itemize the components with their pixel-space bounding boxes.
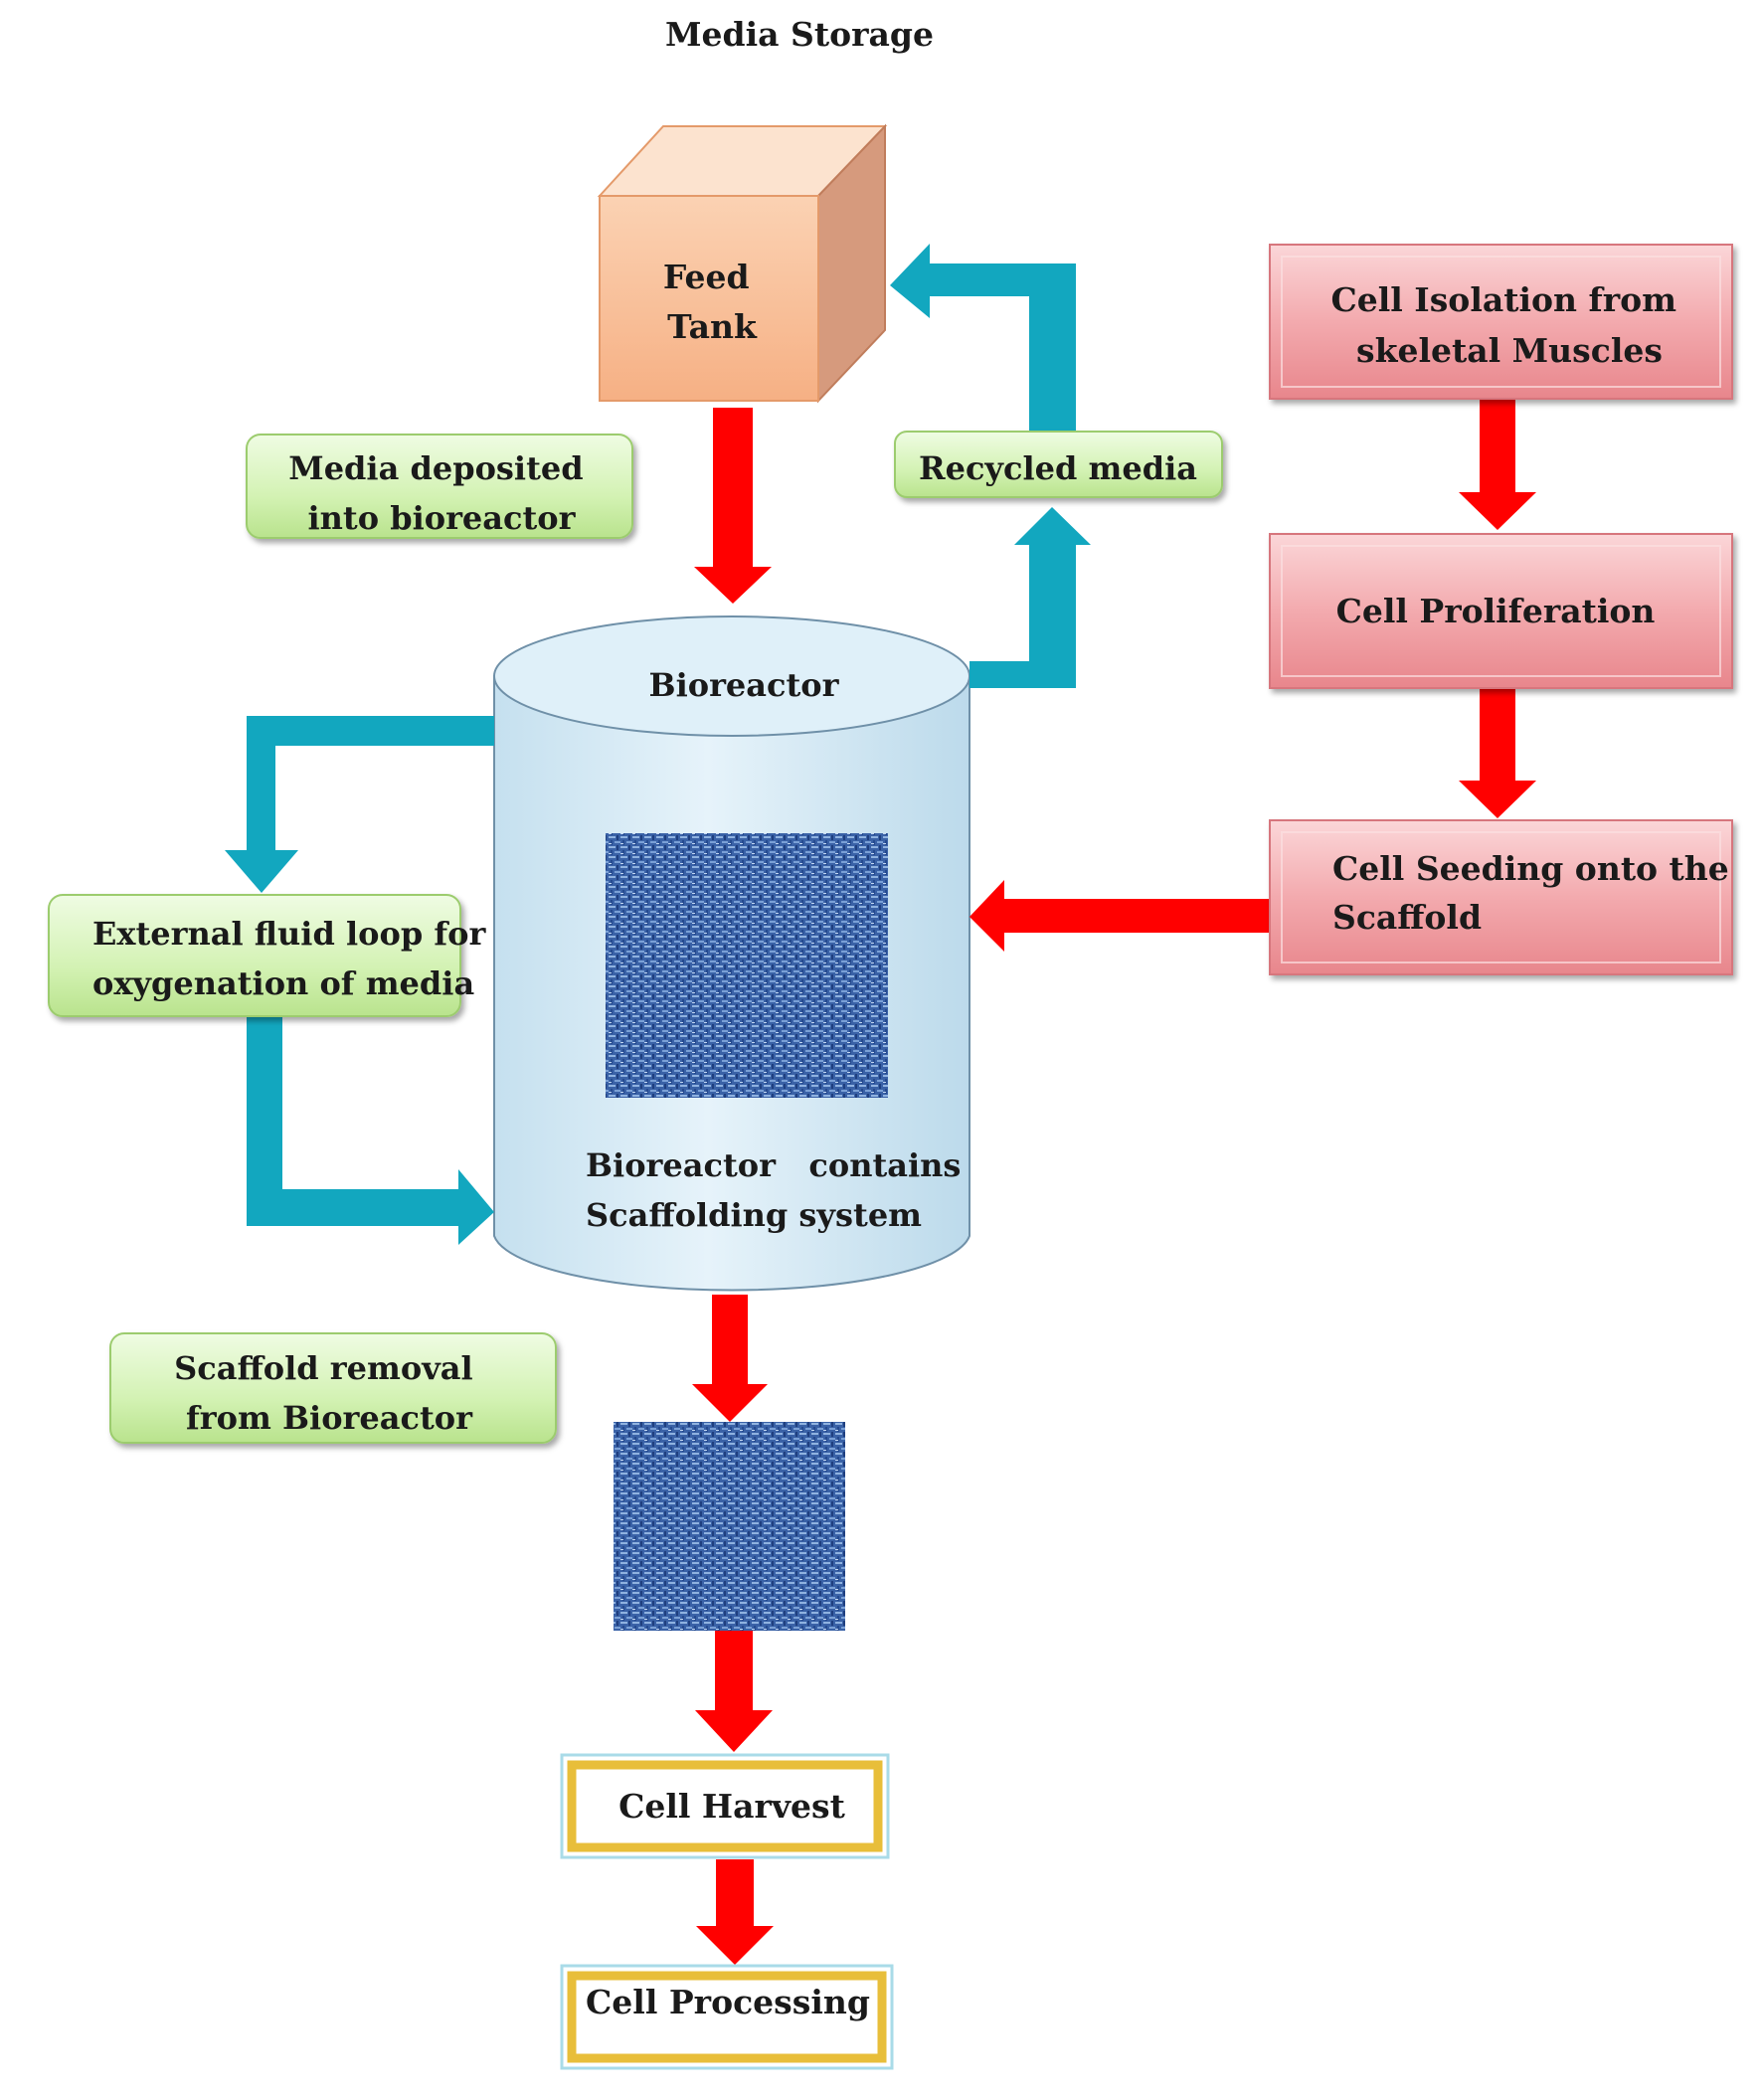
red-arrow-feed-tank-to-bioreactor bbox=[694, 408, 772, 604]
scaffold-removal-line2: from Bioreactor bbox=[186, 1399, 473, 1437]
feed-tank-label-line2: Tank bbox=[667, 307, 758, 346]
red-arrow-proliferation-to-seeding bbox=[1459, 688, 1536, 818]
svg-text:Feed Tank: Feed Tank bbox=[663, 258, 761, 346]
scaffold-removal-box: Scaffold removal from Bioreactor bbox=[109, 1332, 557, 1444]
recycled-media-box: Recycled media bbox=[894, 431, 1223, 498]
svg-text:Scaffold removal from Bi: Scaffold removal from Bioreactor bbox=[174, 1349, 484, 1437]
red-arrow-seeding-to-bioreactor bbox=[969, 880, 1270, 952]
svg-text:Cell Seeding onto the Sc: Cell Seeding onto the Scaffold bbox=[1332, 849, 1740, 937]
cell-processing-box: Cell Processing bbox=[560, 1964, 894, 2070]
external-loop-box: External fluid loop for oxygenation of m… bbox=[48, 894, 496, 1017]
bioreactor-caption-line2: Scaffolding system bbox=[586, 1196, 922, 1234]
external-loop-line2: oxygenation of media bbox=[92, 964, 474, 1002]
red-arrow-bioreactor-to-scaffold bbox=[692, 1295, 768, 1422]
red-arrow-harvest-to-processing bbox=[696, 1859, 774, 1965]
cell-isolation-line1: Cell Isolation from bbox=[1330, 280, 1676, 319]
cell-proliferation-box: Cell Proliferation bbox=[1269, 533, 1733, 689]
svg-text:Media deposited into bio: Media deposited into bioreactor bbox=[288, 449, 594, 537]
red-arrow-isolation-to-proliferation bbox=[1459, 399, 1536, 530]
cell-seeding-line1: Cell Seeding onto the bbox=[1332, 849, 1729, 888]
cell-seeding-line2: Scaffold bbox=[1332, 898, 1482, 937]
teal-arrow-bioreactor-to-recycled bbox=[969, 507, 1091, 688]
cell-isolation-line2: skeletal Muscles bbox=[1356, 331, 1663, 370]
external-loop-line1: External fluid loop for bbox=[92, 915, 486, 953]
media-deposited-box: Media deposited into bioreactor bbox=[246, 434, 633, 539]
diagram-title: Media Storage bbox=[665, 15, 934, 54]
scaffold-removal-line1: Scaffold removal bbox=[174, 1349, 473, 1387]
cell-harvest-label: Cell Harvest bbox=[618, 1787, 846, 1826]
teal-arrow-recycled-to-feed-tank bbox=[890, 244, 1076, 432]
cell-seeding-box: Cell Seeding onto the Scaffold bbox=[1269, 819, 1740, 975]
teal-arrow-bioreactor-to-external-loop bbox=[225, 716, 494, 893]
removed-scaffold bbox=[614, 1422, 845, 1631]
scaffold-in-bioreactor bbox=[606, 833, 888, 1098]
feed-tank-front-face bbox=[599, 195, 819, 402]
svg-text:Cell Isolation from skel: Cell Isolation from skeletal Muscles bbox=[1330, 280, 1687, 370]
teal-arrow-external-loop-to-bioreactor bbox=[247, 1016, 494, 1245]
svg-text:Bioreactor contains Sc: Bioreactor contains Scaffolding system bbox=[586, 1146, 972, 1234]
cell-proliferation-label: Cell Proliferation bbox=[1336, 592, 1656, 630]
media-deposited-line2: into bioreactor bbox=[308, 499, 577, 537]
svg-text:External fluid loop for: External fluid loop for oxygenation of m… bbox=[92, 915, 496, 1002]
cell-isolation-box: Cell Isolation from skeletal Muscles bbox=[1269, 244, 1733, 400]
bioreactor-label: Bioreactor bbox=[649, 666, 840, 704]
bioreactor-caption-line1: Bioreactor contains bbox=[586, 1146, 961, 1184]
media-deposited-line1: Media deposited bbox=[288, 449, 583, 487]
feed-tank-label-line1: Feed bbox=[663, 258, 750, 296]
cell-harvest-box: Cell Harvest bbox=[560, 1753, 890, 1859]
cell-processing-label: Cell Processing bbox=[586, 1983, 870, 2021]
feed-tank: Feed Tank bbox=[597, 123, 888, 404]
bioreactor-vessel: Bioreactor Bioreactor contains Scaffoldi… bbox=[493, 615, 972, 1292]
recycled-media-label: Recycled media bbox=[919, 449, 1197, 487]
red-arrow-scaffold-to-harvest bbox=[695, 1631, 773, 1752]
